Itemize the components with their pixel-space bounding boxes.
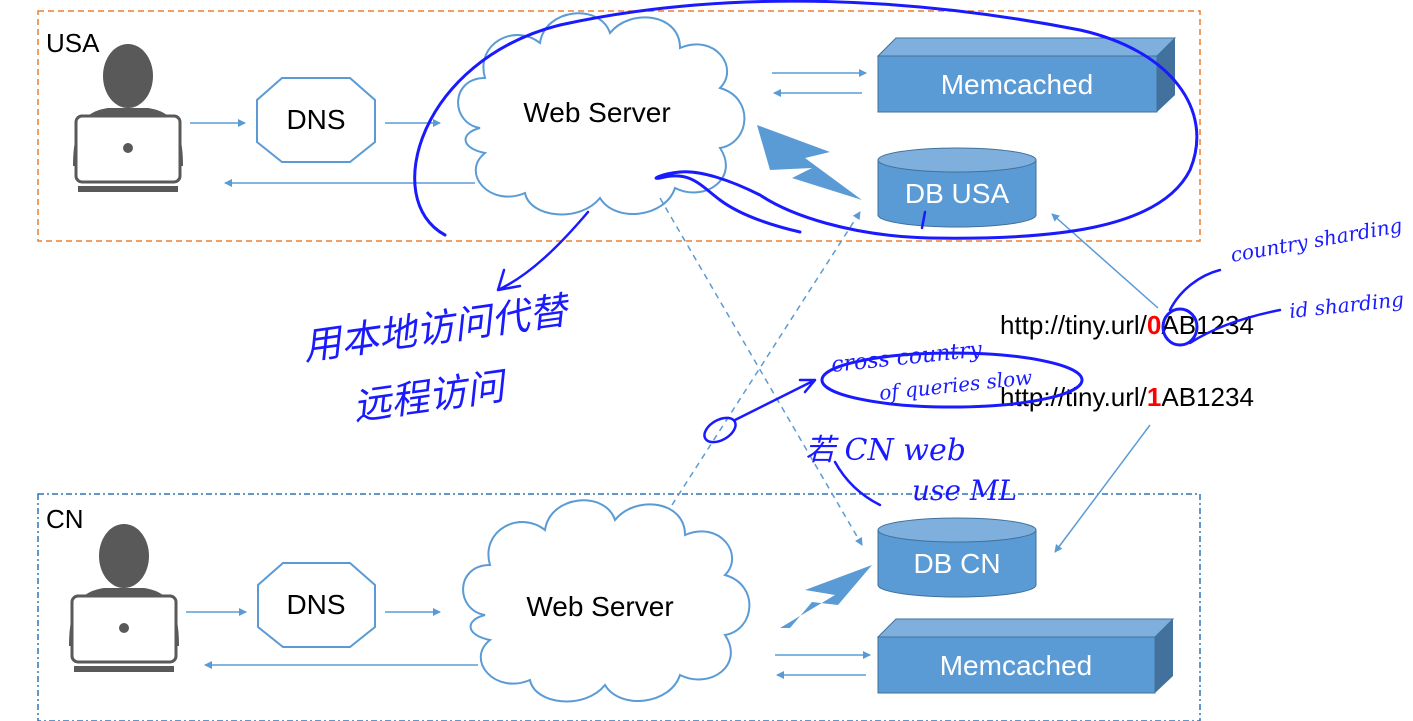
usa-dns-label: DNS <box>286 104 345 135</box>
region-cn-label: CN <box>46 504 84 534</box>
url-shard-1: http://tiny.url/1AB1234 <box>1000 382 1254 412</box>
region-cn <box>37 493 1201 721</box>
cn-db-label: DB CN <box>913 548 1000 579</box>
url-shard-0: http://tiny.url/0AB1234 <box>1000 310 1254 340</box>
usa-web-server-label: Web Server <box>523 97 670 128</box>
usa-db-label: DB USA <box>905 178 1010 209</box>
handwriting-cn-line2: 远程访问 <box>350 364 511 429</box>
usa-db-cylinder <box>877 147 1037 228</box>
cn-web-server-label: Web Server <box>526 591 673 622</box>
cn-web-note: 若 CN web <box>805 433 966 468</box>
cn-dns-label: DNS <box>286 589 345 620</box>
usa-memcached-label: Memcached <box>941 69 1094 100</box>
cn-db-cylinder <box>877 517 1037 598</box>
cn-user-icon <box>67 522 181 674</box>
cn-memcached-label: Memcached <box>940 650 1093 681</box>
region-usa <box>37 10 1201 242</box>
cn-memcached-box <box>876 618 1175 694</box>
use-ml-note: use ML <box>912 474 1017 507</box>
country-sharding-note: country sharding <box>1229 213 1404 267</box>
handwritten-annotations: 用本地访问代替 远程访问 cross country of queries sl… <box>300 0 1405 507</box>
cn-lightning-link <box>780 565 872 628</box>
id-sharding-note: id sharding <box>1288 287 1405 323</box>
usa-user-icon <box>71 42 185 194</box>
usa-dns-node <box>256 77 376 163</box>
usa-lightning-link <box>757 125 862 200</box>
usa-memcached-box <box>876 37 1177 113</box>
region-usa-label: USA <box>46 28 100 58</box>
handwriting-cn-line1: 用本地访问代替 <box>300 288 573 369</box>
cn-dns-node <box>257 562 376 648</box>
